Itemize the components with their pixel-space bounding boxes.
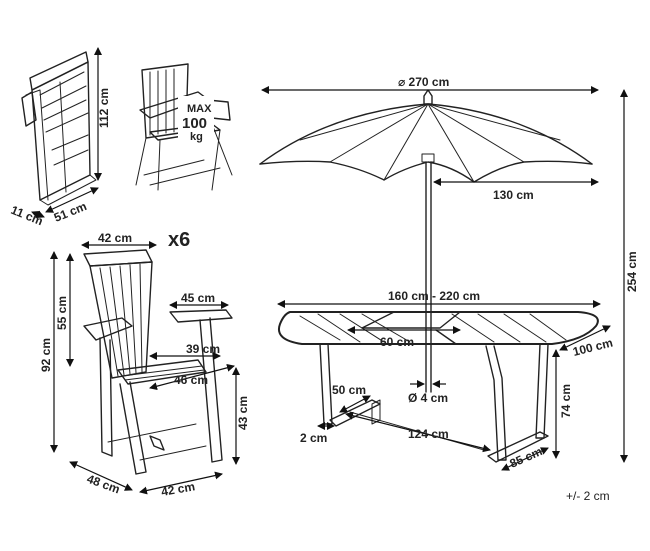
base-width-label: 50 cm [332, 383, 366, 397]
chair-back-width-label: 42 cm [98, 231, 132, 245]
chair-height-label: 92 cm [39, 338, 53, 372]
folded-depth-label: 51 cm [52, 199, 89, 225]
max-load-value: 100 [182, 115, 207, 132]
chair-arm-depth-dimension: 45 cm [169, 291, 229, 309]
umbrella-diameter-dimension: ⌀ 270 cm [261, 75, 599, 94]
chair-depth-label: 48 cm [85, 472, 122, 497]
umbrella-diameter-label: ⌀ 270 cm [398, 75, 449, 89]
table-length-dimension: 160 cm - 220 cm [277, 289, 601, 308]
base-offset-label: 2 cm [300, 431, 327, 445]
chair-seat-height-label: 43 cm [236, 396, 250, 430]
chair-seat-depth-label: 46 cm [174, 373, 208, 387]
chair-arm-depth-label: 45 cm [181, 291, 215, 305]
chair-back-height-dimension: 55 cm [55, 253, 74, 367]
pole-diameter-label: Ø 4 cm [408, 391, 448, 405]
chair-seat-depth-dimension: 46 cm [149, 363, 235, 391]
base-length-label: 124 cm [408, 427, 449, 441]
chair-seat-height-dimension: 43 cm [232, 367, 250, 465]
table-extension-label: 60 cm [380, 335, 414, 349]
base-depth-label: 85 cm [508, 444, 545, 471]
folded-thickness-dimension: 11 cm [9, 203, 45, 228]
base-offset-dimension: 2 cm [300, 422, 335, 445]
chair-seat-width-dimension: 39 cm [149, 342, 221, 360]
chair-seat-width-label: 39 cm [186, 342, 220, 356]
chair-back-height-label: 55 cm [55, 296, 69, 330]
chair-back-width-dimension: 42 cm [81, 231, 157, 249]
chair-count-label: x6 [168, 229, 190, 251]
umbrella-radius-dimension: 130 cm [433, 178, 599, 202]
small-armchair [135, 63, 233, 191]
tolerance-label: +/- 2 cm [566, 489, 610, 503]
folded-chair [21, 51, 97, 206]
max-load-badge: MAX 100 kg [182, 103, 212, 143]
pole-diameter-dimension: Ø 4 cm [408, 380, 448, 405]
chair-width-label: 42 cm [160, 479, 196, 499]
armchair [83, 249, 233, 475]
chair-count: x6 [168, 229, 190, 251]
table-extension-dimension: 60 cm [347, 326, 461, 349]
tolerance-note: +/- 2 cm [566, 489, 610, 503]
folded-height-label: 112 cm [97, 88, 111, 128]
chair-width-dimension: 42 cm [139, 471, 223, 499]
table-length-label: 160 cm - 220 cm [388, 289, 480, 303]
max-load-unit: kg [190, 131, 203, 143]
folded-thickness-label: 11 cm [9, 203, 45, 228]
max-load-text: MAX [187, 103, 212, 115]
base-length-dimension: 124 cm [345, 411, 491, 453]
chair-depth-dimension: 48 cm [69, 461, 133, 497]
total-height-label: 254 cm [625, 251, 639, 292]
base-width-dimension: 50 cm [332, 383, 371, 413]
table-width-dimension: 100 cm [559, 325, 614, 359]
table-height-dimension: 74 cm [552, 349, 573, 459]
chair-height-dimension: 92 cm [39, 251, 58, 453]
table-height-label: 74 cm [559, 384, 573, 418]
umbrella [259, 89, 593, 393]
total-height-dimension: 254 cm [620, 89, 639, 463]
umbrella-radius-label: 130 cm [493, 188, 534, 202]
folded-height-dimension: 112 cm [94, 47, 111, 181]
